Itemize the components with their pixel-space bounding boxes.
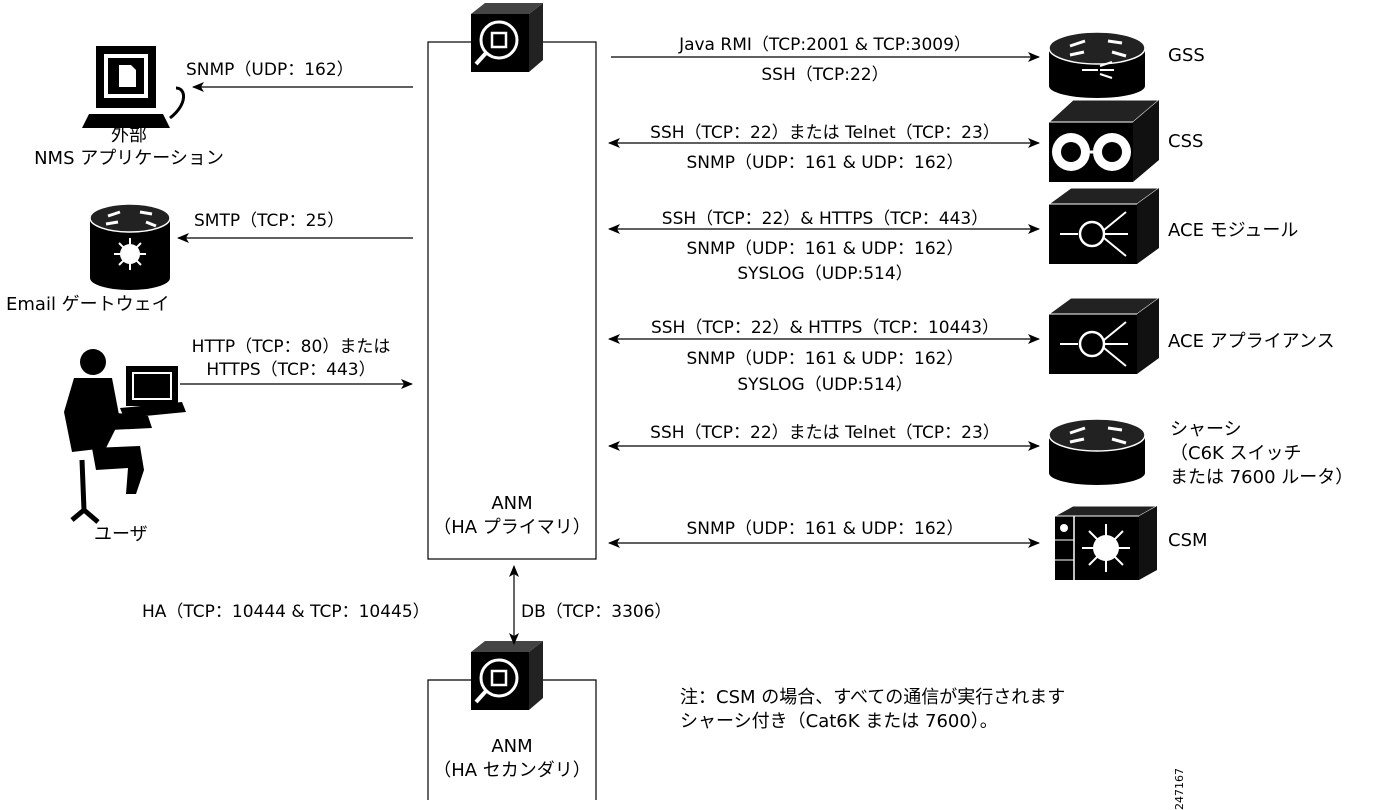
gss-link-label-1: Java RMI（TCP:2001 & TCP:3009） (611, 30, 1039, 55)
http-link-label-1: HTTP（TCP：80）または (168, 332, 414, 357)
footnote: 注：CSM の場合、すべての通信が実行されます シャーシ付き（Cat6K または… (680, 686, 1065, 734)
anm-primary-label: ANM （HA プライマリ） (428, 492, 596, 540)
ace-module-link-label-1: SSH（TCP：22）& HTTPS（TCP：443） (611, 204, 1039, 229)
anm-primary-icon (471, 3, 543, 72)
anm-secondary-label: ANM （HA セカンダリ） (428, 735, 596, 783)
ace-appliance-link-label-2: SNMP（UDP：161 & UDP：162） (611, 344, 1039, 369)
gss-router-icon (1049, 32, 1145, 98)
chassis-router-icon (1049, 419, 1145, 485)
ha-link-label: HA（TCP：10444 & TCP：10445） (142, 597, 430, 622)
anm-primary-box (428, 42, 596, 559)
chassis-link-label: SSH（TCP：22）または Telnet（TCP：23） (611, 418, 1039, 443)
figure-id: 247167 (1173, 768, 1186, 810)
css-link-label-2: SNMP（UDP：161 & UDP：162） (611, 148, 1039, 173)
ace-appliance-link-label-1: SSH（TCP：22）& HTTPS（TCP：10443） (611, 313, 1039, 338)
csm-icon (1055, 506, 1157, 580)
ace-appliance-link-label-3: SYSLOG（UDP:514） (611, 370, 1039, 395)
csm-link-label: SNMP（UDP：161 & UDP：162） (611, 514, 1039, 539)
snmp-link-label: SNMP（UDP：162） (186, 55, 354, 80)
ace-appliance-icon (1049, 298, 1159, 374)
http-link-label-2: HTTPS（TCP：443） (168, 355, 414, 380)
ace-module-label: ACE モジュール (1168, 216, 1298, 242)
anm-secondary-icon (471, 641, 543, 710)
email-gateway-label: Email ゲートウェイ (6, 290, 170, 316)
ace-module-link-label-3: SYSLOG（UDP:514） (611, 259, 1039, 284)
db-link-label: DB（TCP：3306） (521, 597, 672, 622)
css-label: CSS (1168, 131, 1203, 152)
nms-computer-icon (82, 46, 184, 128)
nms-label: 外部 NMS アプリケーション (0, 124, 258, 170)
css-link-label-1: SSH（TCP：22）または Telnet（TCP：23） (611, 118, 1039, 143)
gss-link-label-2: SSH（TCP:22） (611, 60, 1039, 85)
csm-label: CSM (1168, 530, 1208, 551)
ace-appliance-label: ACE アプライアンス (1168, 327, 1335, 353)
smtp-link-label: SMTP（TCP：25） (194, 206, 344, 231)
ace-module-link-label-2: SNMP（UDP：161 & UDP：162） (611, 234, 1039, 259)
css-switch-icon (1049, 100, 1159, 182)
ace-module-icon (1049, 188, 1159, 264)
email-gateway-icon (90, 204, 170, 290)
user-label: ユーザ (94, 520, 148, 546)
chassis-label: シャーシ （C6K スイッチ または 7600 ルータ） (1170, 418, 1353, 490)
gss-label: GSS (1168, 45, 1205, 66)
